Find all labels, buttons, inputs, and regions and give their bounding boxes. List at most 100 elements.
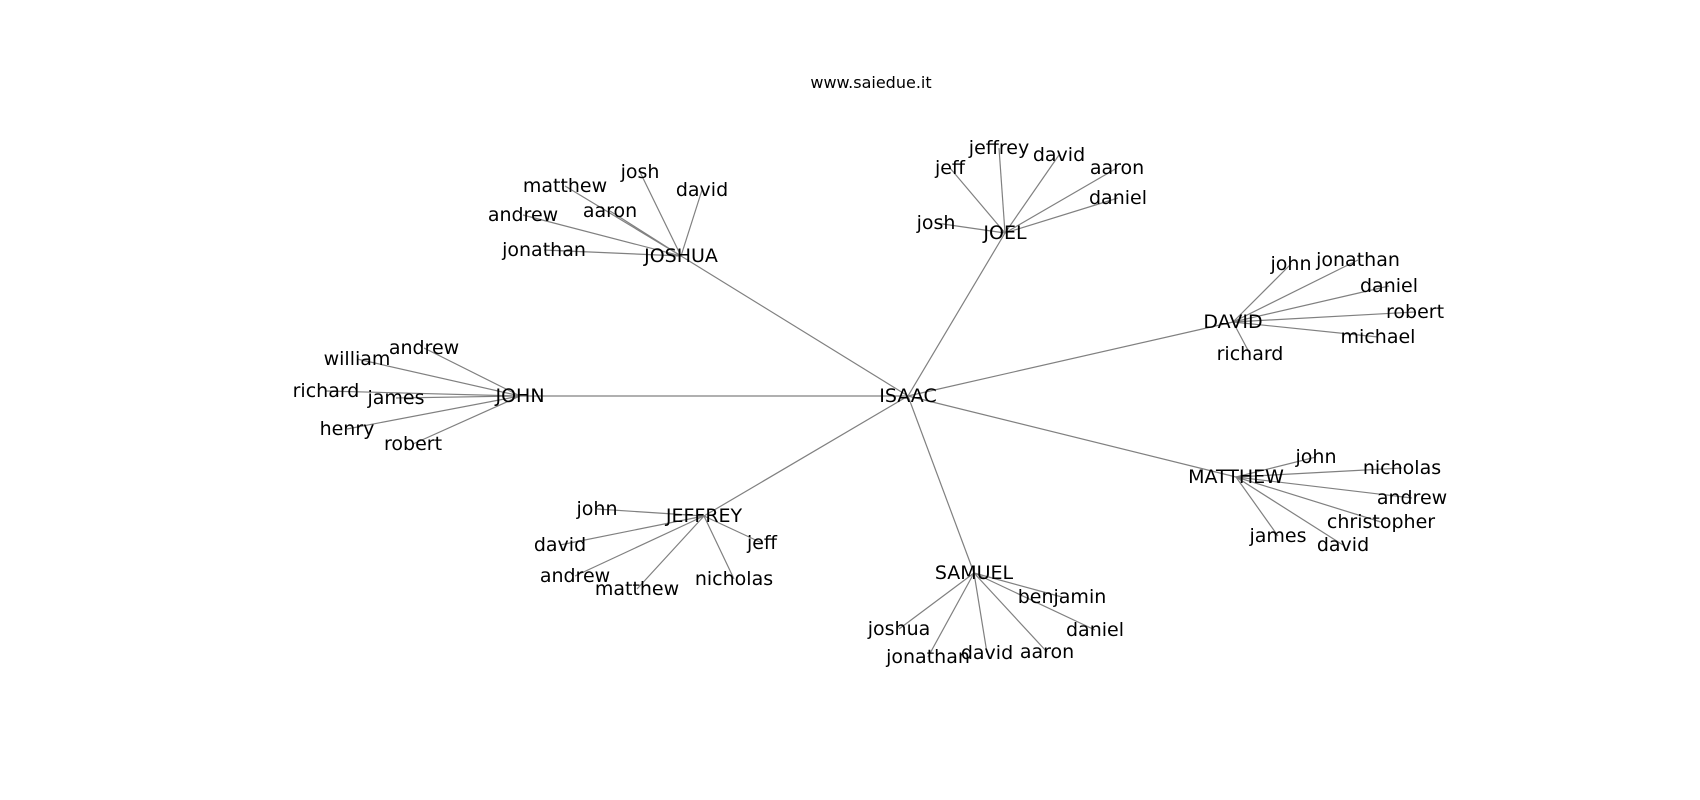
leaf-node-label: aaron — [1020, 641, 1074, 663]
edge-root-samuel — [907, 395, 975, 574]
edge-joshua-andrew — [522, 214, 682, 257]
leaf-node-label: david — [534, 534, 586, 556]
leaf-node-label: david — [1317, 534, 1369, 556]
edge-samuel-benjamin — [973, 572, 1063, 598]
edge-joel-josh — [935, 222, 1006, 234]
edge-matthew-nicholas — [1235, 467, 1403, 478]
edge-joshua-david — [680, 189, 703, 257]
edge-root-joshua — [680, 255, 909, 397]
edge-joshua-josh — [639, 171, 682, 257]
edge-john-robert — [412, 395, 521, 445]
leaf-node-label: andrew — [488, 204, 558, 226]
edge-john-james — [395, 395, 521, 399]
leaf-node-label: benjamin — [1018, 586, 1107, 608]
edge-matthew-andrew — [1235, 476, 1413, 499]
edge-david-jonathan — [1232, 259, 1359, 323]
leaf-node-label: daniel — [1066, 619, 1124, 641]
leaf-node-label: christopher — [1327, 511, 1435, 533]
edge-john-andrew — [423, 347, 521, 397]
edge-matthew-james — [1235, 476, 1279, 537]
leaf-node-label: josh — [916, 212, 956, 234]
leaf-node-label: john — [1270, 253, 1312, 275]
edge-joel-aaron — [1004, 167, 1118, 234]
edge-joshua-aaron — [609, 210, 682, 257]
edge-samuel-jonathan — [927, 572, 975, 658]
labels-layer: ISAACJOSHUAmatthewjoshdavidaaronandrewjo… — [293, 137, 1448, 668]
edge-samuel-daniel — [973, 572, 1096, 631]
leaf-node-label: henry — [320, 418, 375, 440]
edge-matthew-david — [1235, 476, 1344, 546]
leaf-node-label: jonathan — [1315, 249, 1400, 271]
root-node-label: ISAAC — [879, 385, 936, 407]
leaf-node-label: david — [1033, 144, 1085, 166]
edge-david-michael — [1232, 321, 1379, 338]
leaf-node-label: richard — [293, 380, 360, 402]
edge-john-richard — [325, 390, 521, 397]
leaf-node-label: daniel — [1360, 275, 1418, 297]
leaf-node-label: jeff — [934, 157, 966, 179]
edge-joel-jeffrey — [998, 147, 1006, 234]
edge-jeffrey-nicholas — [703, 515, 735, 580]
leaf-node-label: jonathan — [885, 646, 970, 668]
edge-matthew-john — [1235, 456, 1317, 478]
hub-node-label: JOSHUA — [643, 245, 718, 267]
leaf-node-label: john — [576, 498, 618, 520]
leaf-node-label: nicholas — [695, 568, 773, 590]
hub-node-label: JOEL — [982, 222, 1027, 244]
leaf-node-label: robert — [1386, 301, 1444, 323]
leaf-node-label: john — [1295, 446, 1337, 468]
leaf-node-label: matthew — [595, 578, 679, 600]
leaf-node-label: josh — [620, 161, 660, 183]
edge-david-robert — [1232, 311, 1416, 323]
diagram-title: www.saiedue.it — [810, 73, 931, 92]
edge-root-joel — [907, 232, 1006, 397]
leaf-node-label: daniel — [1089, 187, 1147, 209]
edge-david-daniel — [1232, 285, 1390, 323]
leaf-node-label: aaron — [583, 200, 637, 222]
leaf-node-label: james — [366, 387, 424, 409]
hub-node-label: DAVID — [1203, 311, 1262, 333]
hub-node-label: MATTHEW — [1188, 466, 1284, 488]
leaf-node-label: andrew — [389, 337, 459, 359]
edges-layer — [325, 147, 1416, 658]
edge-joel-david — [1004, 154, 1060, 234]
hub-node-label: JEFFREY — [665, 505, 743, 527]
hub-node-label: SAMUEL — [935, 562, 1014, 584]
edge-jeffrey-john — [596, 508, 705, 517]
edge-matthew-christopher — [1235, 476, 1382, 523]
leaf-node-label: joshua — [867, 618, 931, 640]
leaf-node-label: richard — [1217, 343, 1284, 365]
leaf-node-label: jeff — [746, 532, 778, 554]
edge-samuel-joshua — [898, 572, 975, 630]
edge-joel-daniel — [1004, 197, 1119, 234]
leaf-node-label: michael — [1341, 326, 1416, 348]
edge-jeffrey-jeff — [703, 515, 763, 544]
leaf-node-label: jonathan — [501, 239, 586, 261]
edge-jeffrey-andrew — [574, 515, 705, 577]
edge-john-william — [356, 358, 521, 397]
leaf-node-label: nicholas — [1363, 457, 1441, 479]
edge-david-john — [1232, 263, 1292, 323]
leaf-node-label: james — [1248, 525, 1306, 547]
leaf-node-label: robert — [384, 433, 442, 455]
leaf-node-label: andrew — [1377, 487, 1447, 509]
edge-jeffrey-david — [559, 515, 705, 546]
hub-node-label: JOHN — [494, 385, 544, 407]
leaf-node-label: andrew — [540, 565, 610, 587]
edge-joel-jeff — [949, 167, 1006, 234]
leaf-node-label: david — [961, 642, 1013, 664]
edge-jeffrey-matthew — [636, 515, 705, 590]
edge-root-matthew — [907, 395, 1237, 478]
edge-david-richard — [1232, 321, 1251, 355]
leaf-node-label: david — [676, 179, 728, 201]
edge-samuel-david — [973, 572, 988, 654]
edge-joshua-jonathan — [543, 249, 682, 257]
edge-root-jeffrey — [703, 395, 909, 517]
edge-samuel-aaron — [973, 572, 1048, 653]
leaf-node-label: jeffrey — [968, 137, 1029, 159]
edge-root-david — [907, 321, 1234, 397]
leaf-node-label: william — [324, 348, 391, 370]
leaf-node-label: matthew — [523, 175, 607, 197]
leaf-node-label: aaron — [1090, 157, 1144, 179]
